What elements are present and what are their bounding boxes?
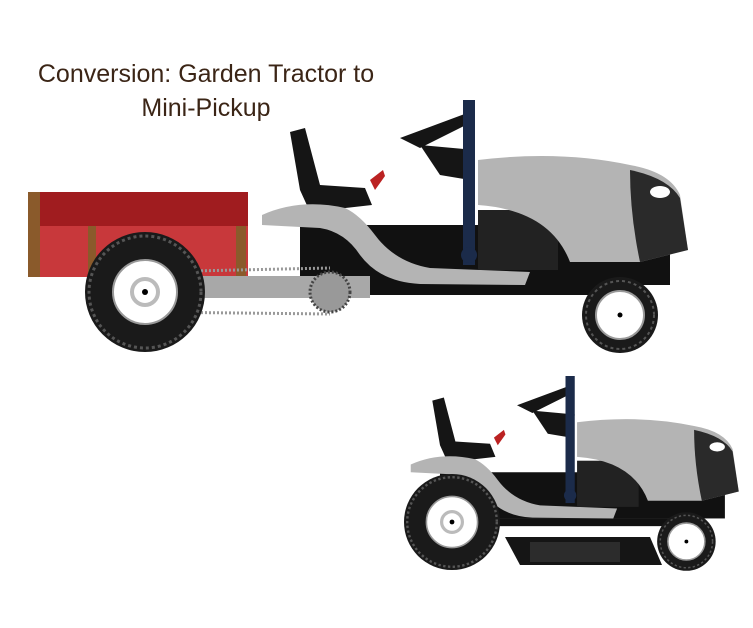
mower-deck <box>505 537 662 565</box>
garden-tractor-illustration <box>402 375 740 572</box>
drive-arm <box>144 266 370 316</box>
title-line-2: Mini-Pickup <box>141 94 271 122</box>
rear-wheel <box>402 472 502 572</box>
rear-wheel <box>83 230 207 354</box>
mini-pickup-illustration <box>28 99 689 354</box>
title-line-1: Conversion: Garden Tractor to <box>37 60 375 88</box>
